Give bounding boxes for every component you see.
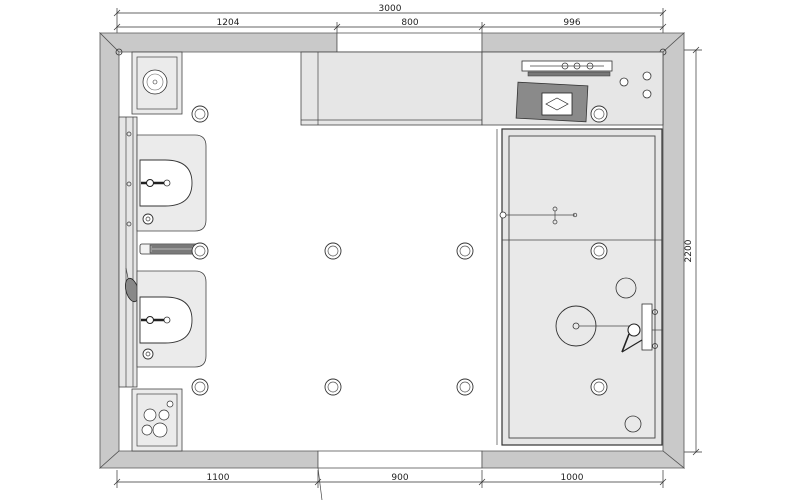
shower-area — [496, 128, 663, 446]
top-niche — [300, 51, 483, 126]
downlight-icon — [191, 105, 209, 123]
niche-bench — [300, 51, 483, 126]
towel-rail — [139, 243, 201, 255]
downlight-icon — [324, 242, 342, 260]
dim-top-segment-1: 1204 — [217, 18, 240, 28]
shower-fitting-icon — [624, 415, 642, 433]
wall-top-right — [481, 32, 686, 53]
control-knob-icon — [642, 89, 652, 99]
top-dimensions: 3000 1204 800 996 — [113, 4, 667, 34]
strip-marker-icon — [126, 131, 132, 137]
basin-bowl-icon — [139, 159, 193, 207]
door-swing-line — [317, 467, 323, 500]
toiletries-icon — [158, 409, 170, 421]
dim-bottom-segment-2: 900 — [391, 473, 408, 483]
mixer-knob-icon — [627, 323, 641, 337]
basin-2 — [136, 270, 207, 368]
control-knob-icon — [642, 71, 652, 81]
cabinet-bottom-left — [131, 388, 183, 452]
basin-bowl-icon — [139, 296, 193, 344]
downlight-icon — [456, 378, 474, 396]
valve-icon — [561, 62, 569, 70]
dim-top-segment-3: 996 — [563, 18, 580, 28]
rail-handle-icon — [527, 71, 611, 77]
dim-bottom-segment-1: 1100 — [207, 473, 230, 483]
downlight-icon — [590, 105, 608, 123]
opening-top — [336, 32, 483, 53]
left-vanity-strip — [118, 116, 139, 388]
bottom-dimensions: 1100 900 1000 — [113, 470, 667, 488]
round-basin-icon — [142, 69, 168, 95]
top-left-cabinet — [131, 51, 183, 115]
shower-tray-inner — [508, 135, 656, 439]
wall-left — [99, 32, 120, 469]
downlight-icon — [590, 242, 608, 260]
opening-bottom — [317, 450, 483, 469]
vanity-strip — [118, 116, 138, 388]
toiletries-icon — [143, 408, 157, 422]
tap-icon — [146, 316, 154, 324]
wall-bottom-left — [98, 450, 319, 469]
bottom-left-cabinet — [131, 388, 183, 452]
toiletries-icon — [152, 422, 168, 438]
dim-top-segment-2: 800 — [401, 18, 418, 28]
wall-top-left — [99, 32, 338, 53]
mixer-knob-icon — [652, 343, 658, 349]
tap-icon — [146, 179, 154, 187]
downlight-icon — [590, 378, 608, 396]
control-knob-icon — [619, 77, 629, 87]
corner-pin-top-left — [115, 48, 123, 56]
tap-icon — [142, 213, 154, 225]
downlight-icon — [456, 242, 474, 260]
mixer-valve — [641, 303, 653, 351]
tap-icon — [142, 348, 154, 360]
mixer-knob-icon — [652, 309, 658, 315]
toiletries-icon — [166, 400, 174, 408]
dim-bottom-segment-3: 1000 — [561, 473, 584, 483]
valve-icon — [573, 62, 581, 70]
mat-logo-icon — [541, 92, 573, 116]
downlight-icon — [324, 378, 342, 396]
dim-right-total: 2200 — [684, 239, 694, 262]
basin-1 — [136, 134, 207, 232]
walls — [98, 32, 686, 500]
strip-marker-icon — [126, 221, 132, 227]
door-hinge-icon — [499, 211, 507, 219]
toiletries-icon — [141, 424, 153, 436]
downlight-icon — [191, 242, 209, 260]
ceiling-downlights — [191, 105, 608, 396]
wall-right — [662, 32, 685, 469]
downlight-icon — [191, 378, 209, 396]
wall-bottom-right — [481, 450, 686, 469]
shower-fitting-icon — [615, 277, 637, 299]
strip-marker-icon — [126, 181, 132, 187]
top-right-counter — [481, 51, 664, 126]
dim-top-total: 3000 — [379, 4, 402, 14]
valve-icon — [586, 62, 594, 70]
